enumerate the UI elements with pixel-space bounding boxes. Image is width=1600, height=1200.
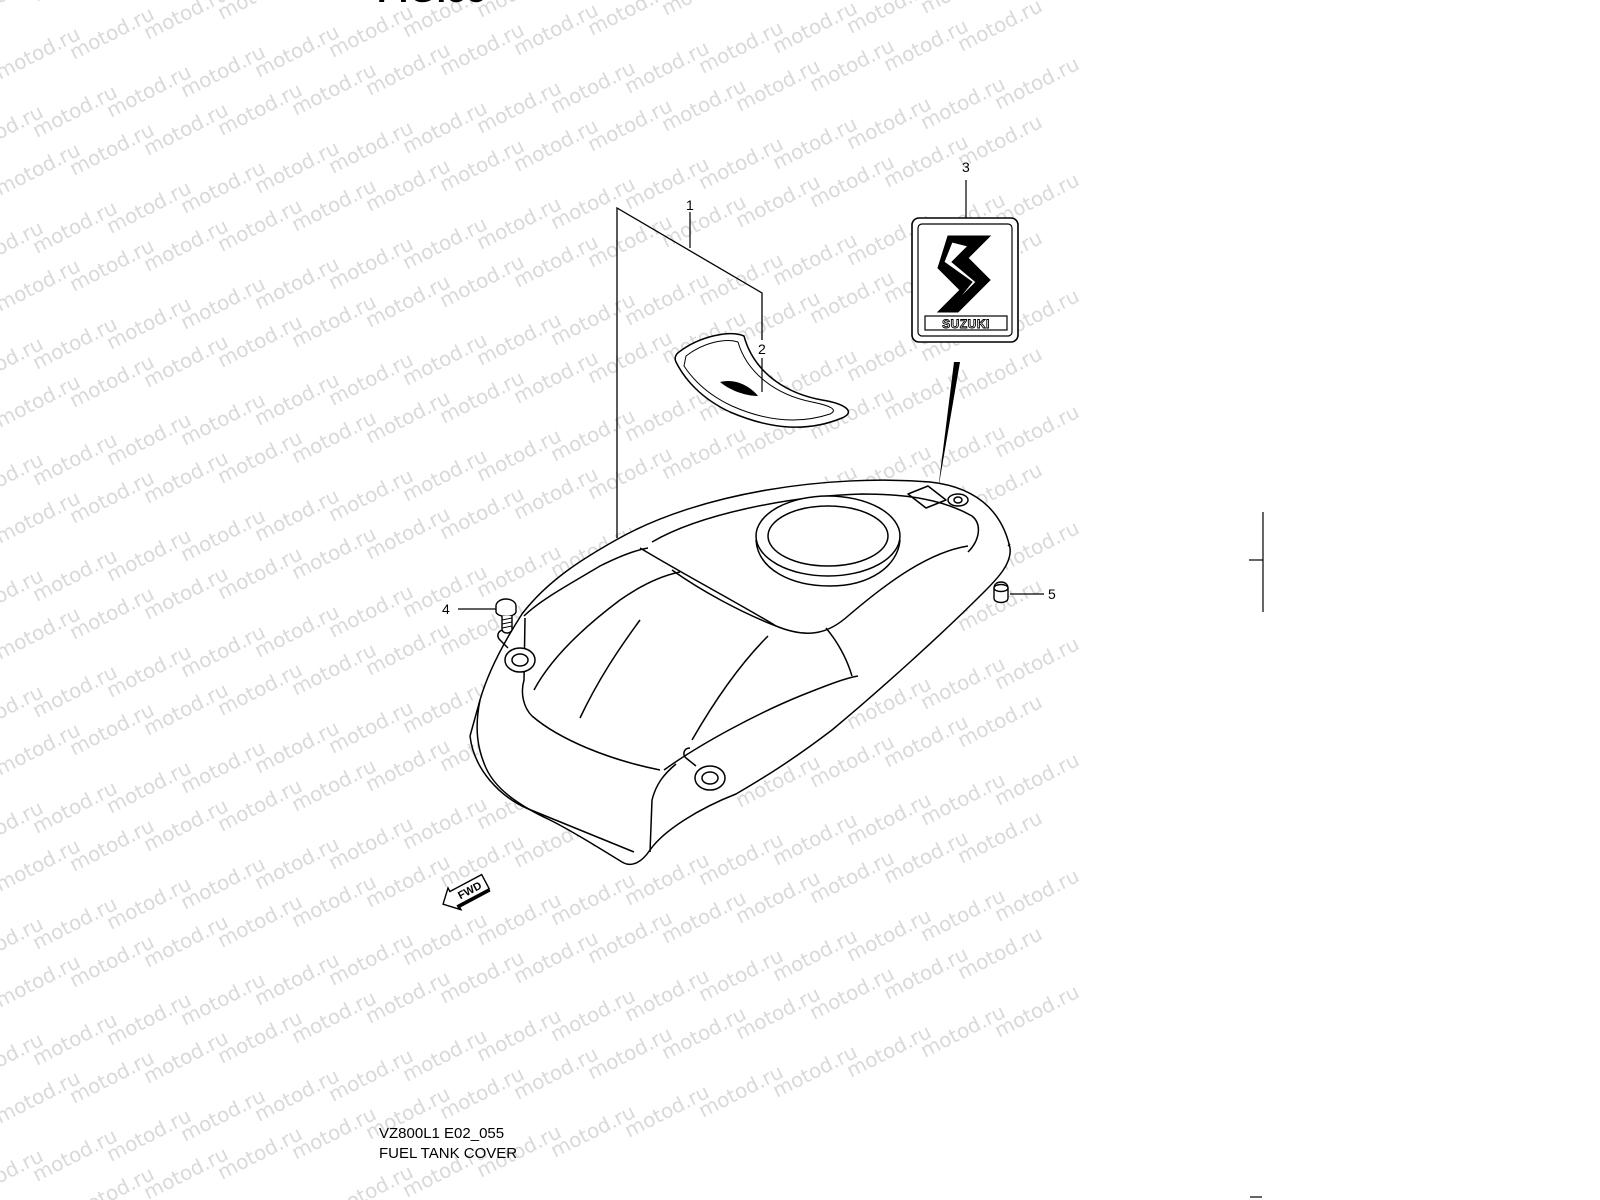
callout-5: 5 xyxy=(1048,586,1056,602)
callout-2: 2 xyxy=(758,341,766,357)
callout-3: 3 xyxy=(962,159,970,175)
grommet-part-5 xyxy=(993,581,1009,604)
watermark-text: motod.ru xyxy=(213,0,306,24)
watermark-text: motod.ru xyxy=(953,689,1046,752)
watermark-text: motod.ru xyxy=(990,399,1083,462)
figure-title: FIG.55 xyxy=(377,0,487,11)
fwd-arrow: FWD xyxy=(442,873,491,911)
watermark-text: motod.ru xyxy=(657,0,750,20)
watermark-text: motod.ru xyxy=(287,0,380,4)
fwd-arrow-icon xyxy=(442,873,491,911)
figure-footer: VZ800L1 E02_055 FUEL TANK COVER xyxy=(379,1124,517,1164)
callout-1-bracket xyxy=(616,206,763,538)
watermark-text: motod.ru xyxy=(953,341,1046,404)
watermark-text: motod.ru xyxy=(953,921,1046,984)
suzuki-emblem-part-3: SUZUKI xyxy=(911,217,1019,343)
watermark-text: motod.ru xyxy=(953,0,1046,56)
fuel-tank-cover-part-1 xyxy=(469,479,1011,866)
suzuki-s-logo-icon xyxy=(936,235,992,313)
watermark-text: motod.ru xyxy=(990,631,1083,694)
watermark-text: motod.ru xyxy=(990,863,1083,926)
watermark-text: motod.ru xyxy=(953,805,1046,868)
watermark-text: motod.ru xyxy=(28,0,121,6)
callouts xyxy=(458,180,1044,610)
emblem-text: SUZUKI xyxy=(942,317,990,331)
model-code: VZ800L1 E02_055 xyxy=(379,1125,505,1142)
callout-1: 1 xyxy=(686,197,694,213)
watermark-text: motod.ru xyxy=(990,979,1083,1042)
callout-3-leader xyxy=(938,362,960,490)
screw-part-4 xyxy=(495,598,517,634)
callout-4: 4 xyxy=(442,601,450,617)
watermark-text: motod.ru xyxy=(990,747,1083,810)
figure-caption: FUEL TANK COVER xyxy=(379,1145,518,1162)
watermark-text: motod.ru xyxy=(990,51,1083,114)
page-edge-marks xyxy=(1249,512,1264,1198)
watermark-text: motod.ru xyxy=(768,0,861,58)
